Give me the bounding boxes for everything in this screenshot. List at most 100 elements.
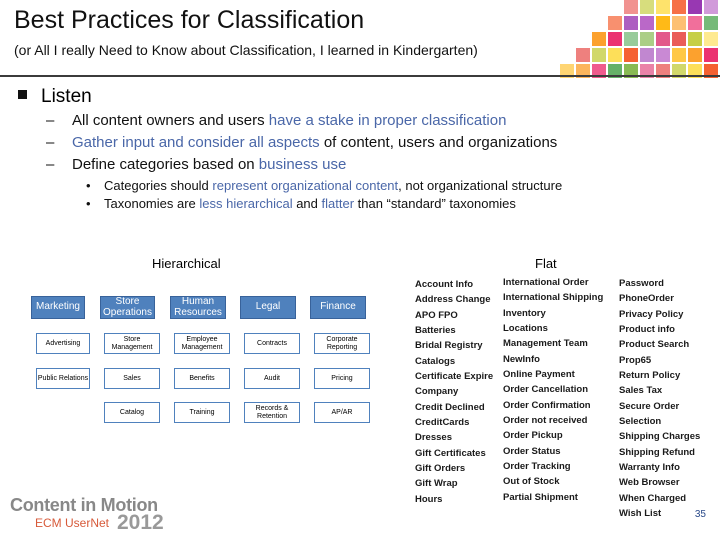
sub-bullet-highlight: have a stake in proper classification	[268, 112, 507, 129]
flat-item: Privacy Policy	[619, 308, 684, 320]
flat-item: Inventory	[503, 307, 546, 319]
flat-item: International Shipping	[503, 292, 604, 304]
round-bullet-icon: •	[86, 196, 91, 211]
hier-cell: Records & Retention	[244, 402, 300, 423]
cube-shape	[704, 64, 718, 78]
flat-item: Order Pickup	[503, 430, 563, 442]
cube-shape	[592, 32, 606, 46]
hier-header-marketing: Marketing	[31, 296, 85, 319]
round-bullet-icon: •	[86, 178, 91, 193]
hier-cell: Public Relations	[36, 368, 90, 389]
slide-title: Best Practices for Classification	[14, 6, 365, 34]
slide-subtitle: (or All I really Need to Know about Clas…	[14, 42, 478, 58]
flat-item: Password	[619, 278, 664, 289]
third-bullet-1: •Categories should represent organizatio…	[86, 178, 562, 193]
third-bullet-text: than “standard” taxonomies	[354, 196, 516, 211]
third-bullet-highlight: represent organizational content	[212, 178, 399, 193]
cube-shape	[704, 0, 718, 14]
cube-shape	[688, 0, 702, 14]
cube-shape	[704, 48, 718, 62]
conference-logo: Content in Motion ECM UserNet 2012	[10, 495, 190, 535]
cube-shape	[672, 16, 686, 30]
cube-shape	[672, 0, 686, 14]
square-bullet-icon	[18, 90, 27, 99]
flat-item: Secure Order	[619, 400, 680, 412]
flat-item: Locations	[503, 323, 548, 335]
flat-item: Web Browser	[619, 477, 680, 489]
hier-header-store-operations: Store Operations	[100, 296, 155, 319]
cube-shape	[688, 64, 702, 78]
third-bullet-text: and	[292, 196, 322, 211]
cube-shape	[704, 32, 718, 46]
flat-item: Certificate Expire	[415, 371, 494, 383]
flat-item: Credit Declined	[415, 401, 485, 413]
decorative-cubes-graphic	[560, 0, 718, 78]
flat-item: APO FPO	[415, 309, 458, 321]
flat-item: Catalogs	[415, 355, 456, 367]
hier-cell: Pricing	[314, 368, 370, 389]
flat-item: Selection	[619, 416, 662, 428]
third-bullet-highlight: flatter	[321, 196, 355, 211]
main-bullet-text: Listen	[41, 86, 92, 107]
flat-item: Hours	[415, 493, 443, 505]
cube-shape	[608, 16, 622, 30]
flat-item: Order Confirmation	[503, 399, 591, 411]
logo-main-text: Content in Motion	[10, 495, 158, 515]
third-bullet-text: , not organizational structure	[398, 178, 563, 193]
hier-cell: Employee Management	[174, 333, 230, 354]
flat-item: When Charged	[619, 492, 687, 504]
hier-cell: Advertising	[36, 333, 90, 354]
sub-bullet-highlight: business use	[258, 156, 347, 173]
cube-shape	[608, 64, 622, 78]
cube-shape	[624, 16, 638, 30]
flat-item: Bridal Registry	[415, 340, 483, 352]
cube-shape	[656, 0, 670, 14]
flat-item: Batteries	[415, 325, 456, 337]
flat-item: Gift Orders	[415, 463, 466, 475]
sub-bullet-1: –All content owners and users have a sta…	[46, 112, 506, 129]
logo-sub-text: ECM UserNet	[35, 516, 110, 530]
third-bullet-text: Taxonomies are	[104, 196, 200, 211]
flat-item: Gift Certificates	[415, 447, 486, 459]
sub-bullet-3: –Define categories based on business use	[46, 156, 346, 173]
flat-item: Prop65	[619, 354, 652, 366]
cube-shape	[624, 64, 638, 78]
cube-shape	[672, 64, 686, 78]
hier-header-legal: Legal	[240, 296, 296, 319]
flat-item: Product Search	[619, 339, 690, 351]
cube-shape	[656, 32, 670, 46]
dash-bullet-icon: –	[46, 112, 55, 129]
flat-item: Warranty Info	[619, 462, 680, 474]
flat-item: Wish List	[619, 508, 662, 520]
flat-item: PhoneOrder	[619, 293, 674, 305]
cube-shape	[592, 64, 606, 78]
hier-header-human-resources: Human Resources	[170, 296, 226, 319]
sub-bullet-2: –Gather input and consider all aspects o…	[46, 134, 557, 151]
cube-shape	[624, 32, 638, 46]
flat-label: Flat	[535, 256, 557, 271]
hier-cell: Store Management	[104, 333, 160, 354]
hier-cell: Sales	[104, 368, 160, 389]
cube-shape	[576, 64, 590, 78]
cube-shape	[656, 48, 670, 62]
cube-shape	[656, 64, 670, 78]
flat-item: Return Policy	[619, 370, 681, 382]
cube-shape	[672, 32, 686, 46]
cube-shape	[576, 48, 590, 62]
title-divider	[0, 75, 720, 77]
flat-item: Partial Shipment	[503, 491, 578, 503]
hier-cell: Catalog	[104, 402, 160, 423]
flat-item: Company	[415, 386, 459, 398]
flat-item: International Order	[503, 277, 589, 288]
cube-shape	[672, 48, 686, 62]
cube-shape	[640, 0, 654, 14]
cube-shape	[640, 32, 654, 46]
flat-item: Order Cancellation	[503, 384, 588, 396]
hierarchical-label: Hierarchical	[152, 256, 221, 271]
flat-item: Out of Stock	[503, 476, 560, 488]
cube-shape	[688, 16, 702, 30]
logo-year-text: 2012	[117, 511, 164, 534]
cube-shape	[592, 48, 606, 62]
cube-shape	[688, 32, 702, 46]
